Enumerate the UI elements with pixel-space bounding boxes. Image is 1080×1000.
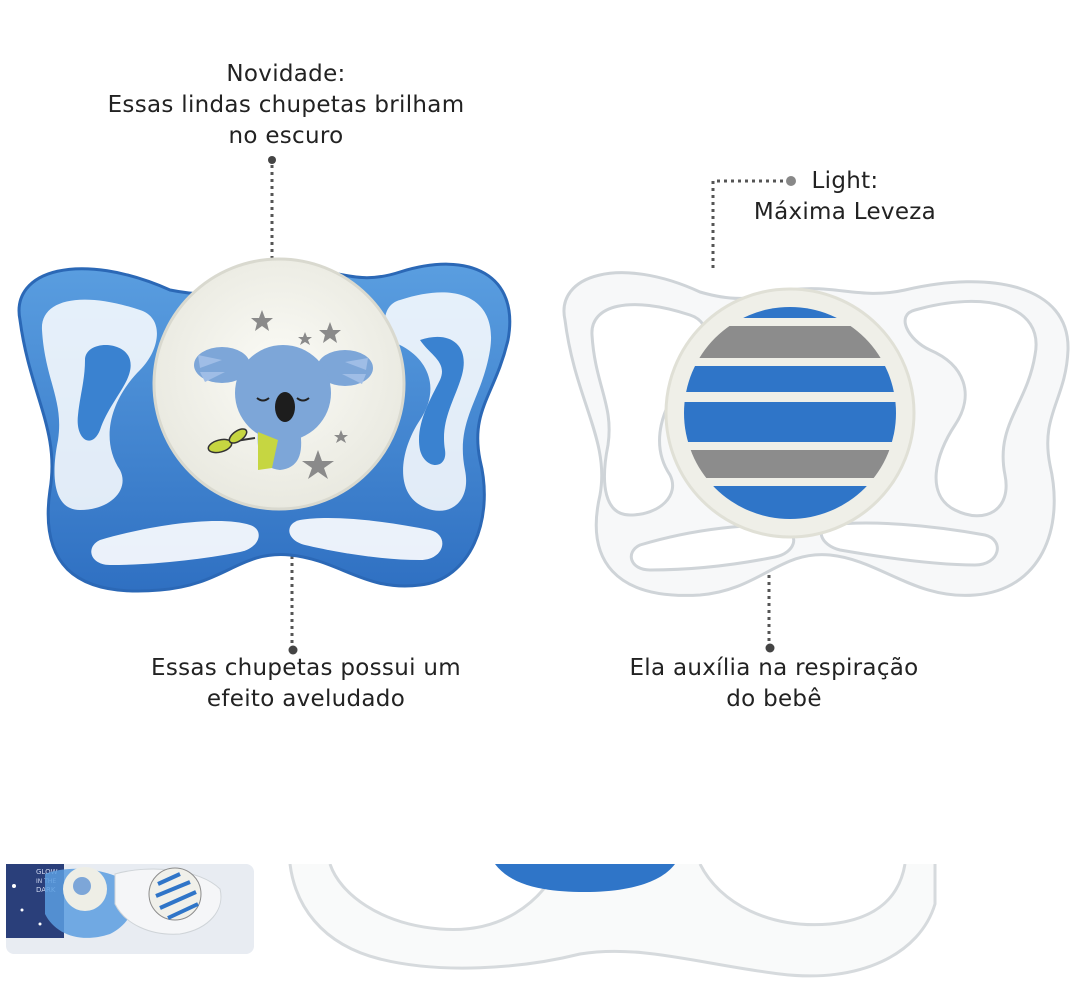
caption-light-line1: Máxima Leveza <box>753 199 937 225</box>
package-text-glow: GLOW <box>36 868 58 876</box>
package-image: GLOW IN THE DARK <box>6 864 254 954</box>
caption-respiracao: Ela auxília na respiração do bebê <box>604 653 944 715</box>
large-clear-shield <box>288 864 937 978</box>
callout-dot <box>268 156 276 164</box>
bottom-strip-art: GLOW IN THE DARK <box>6 864 937 978</box>
star-icon <box>251 310 348 479</box>
caption-light-title: Light: <box>811 168 879 194</box>
callout-dot <box>765 643 775 653</box>
bottom-product-strip: GLOW IN THE DARK <box>0 864 1080 1000</box>
large-blue-button <box>495 864 675 892</box>
callout-line-light <box>711 179 790 272</box>
callout-lines <box>270 158 790 648</box>
leaf-icon <box>207 428 278 470</box>
caption-respiracao-line2: do bebê <box>726 686 822 712</box>
callout-dot <box>786 176 796 186</box>
caption-novidade-line1: Essas lindas chupetas brilham <box>107 92 465 118</box>
caption-respiracao-line1: Ela auxília na respiração <box>629 655 919 681</box>
caption-aveludado: Essas chupetas possui um efeito aveludad… <box>126 653 486 715</box>
caption-novidade-title: Novidade: <box>226 61 346 87</box>
caption-light: Light: Máxima Leveza <box>730 166 960 228</box>
callout-dot <box>288 645 298 655</box>
caption-aveludado-line2: efeito aveludado <box>206 686 406 712</box>
striped-button <box>664 287 916 539</box>
koala-icon <box>194 345 373 470</box>
caption-aveludado-line1: Essas chupetas possui um <box>151 655 461 681</box>
caption-novidade-line2: no escuro <box>228 123 344 149</box>
product-illustration <box>17 156 1070 655</box>
caption-novidade: Novidade: Essas lindas chupetas brilham … <box>76 59 496 152</box>
